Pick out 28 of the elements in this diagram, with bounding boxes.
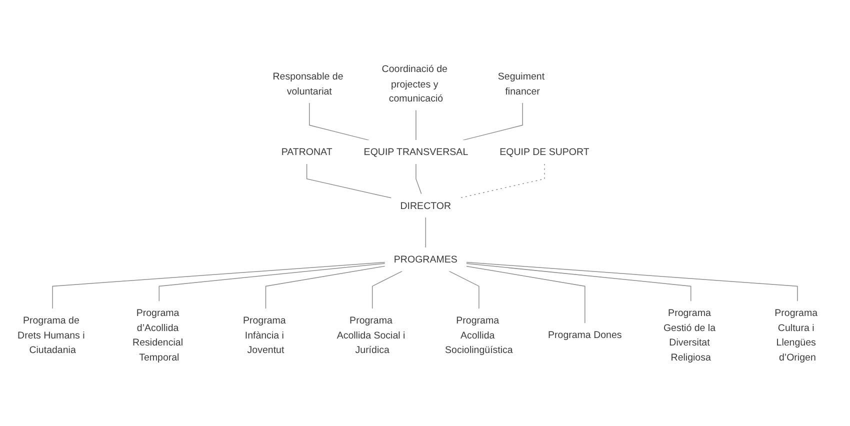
connector xyxy=(309,102,370,141)
connector xyxy=(466,263,692,302)
connector xyxy=(466,266,586,324)
connector xyxy=(425,217,426,248)
node-text: DIRECTOR xyxy=(400,200,452,212)
connector xyxy=(52,262,386,309)
node-text: Programa Dones xyxy=(548,329,622,340)
node-text: Responsable de voluntariat xyxy=(272,70,344,96)
connector xyxy=(306,163,392,198)
connector xyxy=(460,163,545,198)
connector xyxy=(416,163,422,194)
node-text: Programa Cultura i Llengües d’Origen xyxy=(774,307,818,362)
connector xyxy=(462,102,523,141)
node-text: PATRONAT xyxy=(281,146,332,158)
node-text: PROGRAMES xyxy=(394,254,458,265)
node-text: Coordinació de projectes y comunicació xyxy=(382,63,448,104)
connector xyxy=(158,263,386,302)
node-text: Programa Acollida Sociolingüística xyxy=(445,314,513,356)
node-text: EQUIP DE SUPORT xyxy=(500,146,590,158)
node-text: Programa Infància i Joventut xyxy=(242,314,286,356)
node-text: EQUIP TRANSVERSAL xyxy=(364,146,468,158)
connector xyxy=(466,262,798,302)
node-text: Seguiment financer xyxy=(498,70,545,96)
connector xyxy=(265,266,386,309)
node-text: Programa de Drets Humans i Ciutadania xyxy=(18,314,85,356)
node-text: Programa d’Acollida Residencial Temporal xyxy=(132,307,184,362)
node-text: Programa Gestió de la Diversitat Religiosa xyxy=(663,307,716,362)
node-text: Programa Acollida Social i Jurídica xyxy=(336,314,406,356)
